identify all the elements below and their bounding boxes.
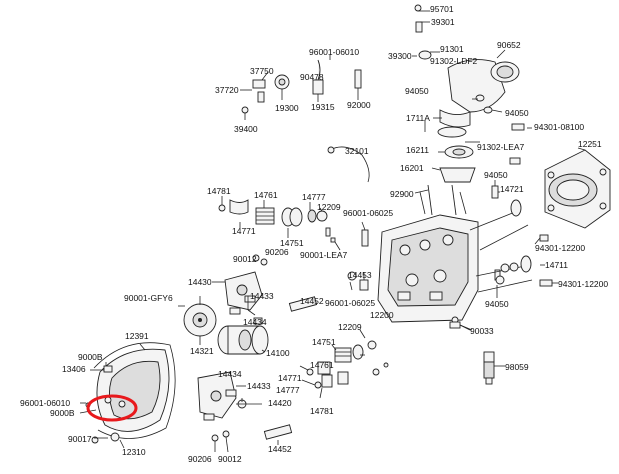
label-14781-b: 14781	[310, 406, 334, 416]
label-94050-a: 94050	[405, 86, 429, 96]
label-14761-b: 14761	[310, 360, 334, 370]
label-14781-a: 14781	[207, 186, 231, 196]
label-14771-a: 14771	[232, 226, 256, 236]
label-91302-ldf2: 91302-LDF2	[430, 56, 478, 66]
highlight-circle	[86, 394, 138, 422]
leader-lines-lower-springs	[299, 329, 366, 399]
label-90001-lea7: 90001-LEA7	[300, 250, 348, 260]
cam-sprocket	[183, 303, 217, 337]
label-32101: 32101	[345, 146, 369, 156]
label-12391: 12391	[125, 331, 149, 341]
label-14100: 14100	[266, 348, 290, 358]
label-37720: 37720	[215, 85, 239, 95]
label-14433-a: 14433	[250, 291, 274, 301]
label-14761-a: 14761	[254, 190, 278, 200]
label-12209-b: 12209	[338, 322, 362, 332]
label-91301: 91301	[440, 44, 464, 54]
label-94050-d: 94050	[485, 299, 509, 309]
leader-lines-upper-mid	[221, 196, 366, 280]
spark-plug	[483, 351, 505, 385]
cylinder-head	[377, 184, 479, 323]
label-13406: 13406	[62, 364, 86, 374]
label-14751-a: 14751	[280, 238, 304, 248]
label-19315: 19315	[311, 102, 335, 112]
label-37750: 37750	[250, 66, 274, 76]
throttle-body-assembly	[414, 4, 520, 183]
label-95701: 95701	[430, 4, 454, 14]
label-14420: 14420	[268, 398, 292, 408]
label-90652: 90652	[497, 40, 521, 50]
label-94050-b: 94050	[505, 108, 529, 118]
label-19300: 19300	[275, 103, 299, 113]
label-12310: 12310	[122, 447, 146, 457]
label-14777-a: 14777	[302, 192, 326, 202]
label-96001-06025-a: 96001-06025	[343, 208, 393, 218]
label-12209-a: 12209	[317, 202, 341, 212]
label-94301-12200-b: 94301-12200	[558, 279, 608, 289]
label-94301-08100: 94301-08100	[534, 122, 584, 132]
label-39300: 39300	[388, 51, 412, 61]
leader-lines-cover	[79, 343, 146, 449]
valves	[469, 199, 533, 293]
head-cover	[85, 342, 176, 444]
label-14430: 14430	[188, 277, 212, 287]
label-92900: 92900	[390, 189, 414, 199]
label-90017: 90017	[68, 434, 92, 444]
label-14434-a: 14434	[243, 317, 267, 327]
rocker-shaft-pins	[263, 271, 459, 440]
leader-lines-lower-rocker	[214, 385, 279, 453]
label-9000b-b: 9000B	[50, 408, 75, 418]
label-39400: 39400	[234, 124, 258, 134]
label-90012-a: 90012	[233, 254, 257, 264]
label-12251: 12251	[578, 139, 602, 149]
cylinder-gasket	[544, 149, 611, 229]
label-98059: 98059	[505, 362, 529, 372]
label-14721: 14721	[500, 184, 524, 194]
valve-springs-lower	[306, 340, 389, 389]
leader-lines-right	[414, 127, 586, 298]
label-14777-b: 14777	[276, 385, 300, 395]
label-14321: 14321	[190, 346, 214, 356]
sensor-parts	[241, 59, 370, 183]
label-90001-gfy6: 90001-GFY6	[124, 293, 173, 303]
label-9000b-a: 9000B	[78, 352, 103, 362]
label-14433-b: 14433	[247, 381, 271, 391]
label-90012-b: 90012	[218, 454, 242, 464]
label-12200: 12200	[370, 310, 394, 320]
label-91302-lea7: 91302-LEA7	[477, 142, 525, 152]
label-16201: 16201	[400, 163, 424, 173]
label-14711: 14711	[545, 260, 568, 270]
label-14452-a: 14452	[300, 296, 324, 306]
part-labels: 95701 39301 96001-06010 91301 90652 3930…	[20, 4, 608, 464]
leader-lines-top	[412, 10, 506, 171]
label-94301-12200-a: 94301-12200	[535, 243, 585, 253]
label-16211: 16211	[406, 145, 429, 155]
label-90478: 90478	[300, 72, 324, 82]
rocker-arm-assembly-lower	[197, 371, 247, 442]
label-90033: 90033	[470, 326, 494, 336]
label-90206-a: 90206	[265, 247, 289, 257]
label-94050-c: 94050	[484, 170, 508, 180]
label-96001-06010-top: 96001-06010	[309, 47, 359, 57]
rocker-arm-assembly-upper	[224, 254, 268, 315]
label-14771-b: 14771	[278, 373, 302, 383]
label-39301: 39301	[431, 17, 455, 27]
leader-lines-sensors	[240, 55, 359, 120]
label-14453: 14453	[348, 270, 372, 280]
pin-90033	[449, 321, 471, 331]
label-92000: 92000	[347, 100, 371, 110]
camshaft	[217, 317, 269, 355]
label-90206-b: 90206	[188, 454, 212, 464]
label-14434-b: 14434	[218, 369, 242, 379]
label-96001-06025-b: 96001-06025	[325, 298, 375, 308]
label-14452-b: 14452	[268, 444, 292, 454]
label-1711a: 1711A	[406, 113, 430, 123]
label-96001-06010-b: 96001-06010	[20, 398, 70, 408]
label-14751-b: 14751	[312, 337, 336, 347]
